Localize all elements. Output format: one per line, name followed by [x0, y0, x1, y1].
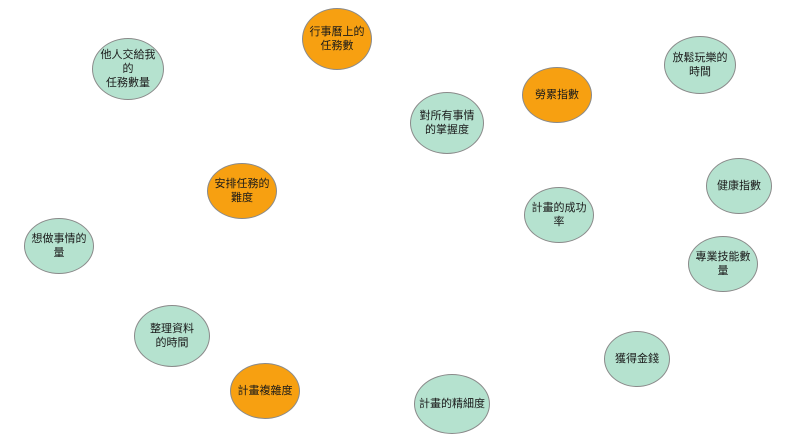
node-label: 計畫的成功率 — [531, 201, 587, 228]
node-desired-workload[interactable]: 想做事情的量 — [24, 218, 94, 274]
node-plan-complexity[interactable]: 計畫複雜度 — [230, 363, 300, 419]
node-leisure-time[interactable]: 放鬆玩樂的時間 — [664, 36, 736, 94]
node-plan-success-rate[interactable]: 計畫的成功率 — [524, 187, 594, 243]
node-label: 獲得金錢 — [615, 352, 659, 365]
node-calendar-task-count[interactable]: 行事曆上的 任務數 — [302, 8, 372, 70]
node-health-index[interactable]: 健康指數 — [706, 158, 772, 214]
node-assigned-task-count[interactable]: 他人交給我的 任務數量 — [92, 38, 164, 100]
node-plan-granularity[interactable]: 計畫的精細度 — [414, 374, 490, 434]
node-label: 安排任務的難度 — [214, 177, 270, 204]
node-control-over-things[interactable]: 對所有事情 的掌握度 — [410, 92, 484, 154]
node-label: 專業技能數量 — [695, 250, 751, 277]
node-fatigue-index[interactable]: 勞累指數 — [522, 67, 592, 123]
node-label: 想做事情的量 — [31, 232, 87, 259]
node-label: 放鬆玩樂的時間 — [672, 51, 728, 78]
node-scheduling-difficulty[interactable]: 安排任務的難度 — [207, 163, 277, 219]
node-data-organizing-time[interactable]: 整理資料 的時間 — [134, 305, 210, 367]
node-money-earned[interactable]: 獲得金錢 — [604, 331, 670, 387]
node-label: 他人交給我的 任務數量 — [100, 48, 156, 89]
node-label: 勞累指數 — [535, 88, 579, 101]
node-label: 計畫複雜度 — [237, 384, 293, 397]
node-label: 計畫的精細度 — [419, 397, 485, 410]
node-label: 整理資料 的時間 — [150, 322, 194, 349]
node-label: 行事曆上的 任務數 — [309, 25, 365, 52]
node-label: 健康指數 — [717, 179, 761, 192]
node-label: 對所有事情 的掌握度 — [419, 109, 475, 136]
node-skill-count[interactable]: 專業技能數量 — [688, 236, 758, 292]
